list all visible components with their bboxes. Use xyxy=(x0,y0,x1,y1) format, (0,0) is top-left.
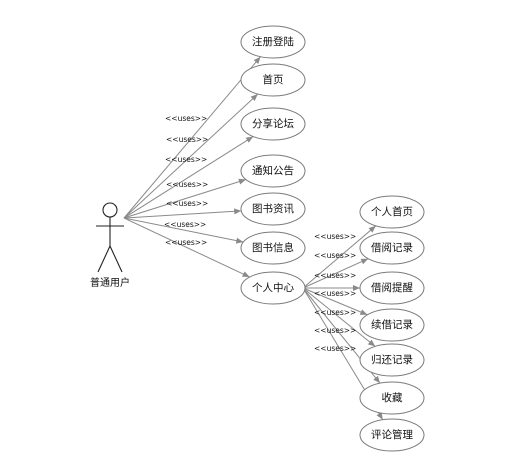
use-case-ellipse xyxy=(359,195,425,229)
stereotype-labels: <<uses>> <<uses>> <<uses>> <<uses>> <<uses>>… xyxy=(164,114,356,353)
uses-label-renew-record: <<uses>> xyxy=(314,289,356,298)
uses-line-home xyxy=(123,93,259,219)
uses-label-book-news: <<uses>> xyxy=(166,199,208,208)
uses-arrow-forum xyxy=(245,136,254,143)
use-case-book-info: 图书信息 xyxy=(240,231,306,265)
actor-normal-user: 普通用户 xyxy=(90,202,130,289)
uses-line-borrow-record xyxy=(302,258,369,289)
uses-label-register: <<uses>> xyxy=(165,114,207,123)
uses-label-book-info: <<uses>> xyxy=(164,220,206,229)
uses-arrow-notice xyxy=(238,178,246,185)
uses-line-register xyxy=(123,56,261,219)
use-case-book-news: 图书资讯 xyxy=(240,192,306,226)
use-case-label: 图书资讯 xyxy=(252,202,294,215)
sub-use-case-personal-home: 个人首页 xyxy=(359,195,425,229)
use-case-label: 评论管理 xyxy=(371,428,413,441)
sub-use-case-borrow-reminder: 借阅提醒 xyxy=(359,271,425,305)
use-case-label: 个人首页 xyxy=(371,205,413,218)
actor-left-leg xyxy=(97,245,111,273)
use-case-ellipse xyxy=(359,381,425,415)
uses-arrow-personal-center xyxy=(242,271,250,278)
use-case-label: 图书信息 xyxy=(252,241,294,254)
actor-head xyxy=(102,202,118,218)
use-case-label: 分享论坛 xyxy=(252,117,294,130)
use-case-ellipse xyxy=(240,271,306,305)
sub-use-case-return-record: 归还记录 xyxy=(359,343,425,377)
uses-label-home: <<uses>> xyxy=(166,135,208,144)
use-case-home: 首页 xyxy=(240,63,306,97)
sub-use-case-borrow-record: 借阅记录 xyxy=(359,231,425,265)
uses-line-personal-center xyxy=(123,217,250,278)
uses-arrow-borrow-record xyxy=(360,258,369,265)
sub-use-case-comment-manage: 评论管理 xyxy=(359,418,425,452)
uses-label-return-record: <<uses>> xyxy=(314,308,356,317)
actor-right-leg xyxy=(109,245,123,273)
uses-arrow-register xyxy=(253,56,261,65)
uses-label-personal-home: <<uses>> xyxy=(314,232,356,241)
use-case-label: 通知公告 xyxy=(252,164,294,177)
use-case-label: 收藏 xyxy=(382,391,403,404)
uses-label-forum: <<uses>> xyxy=(165,155,207,164)
sub-use-case-renew-record: 续借记录 xyxy=(359,308,425,342)
uses-line-forum xyxy=(123,136,254,219)
uses-arrow-book-info xyxy=(235,237,244,244)
use-case-ellipse xyxy=(240,107,306,141)
use-case-ellipse xyxy=(359,308,425,342)
use-case-label: 归还记录 xyxy=(371,353,413,366)
use-case-register: 注册登陆 xyxy=(240,25,306,59)
use-case-ellipse xyxy=(359,231,425,265)
use-case-forum: 分享论坛 xyxy=(240,107,306,141)
uses-label-borrow-reminder: <<uses>> xyxy=(314,271,356,280)
uses-line-renew-record xyxy=(302,287,368,316)
use-case-ellipse xyxy=(240,25,306,59)
use-case-ellipse xyxy=(240,63,306,97)
uses-arrow-favorites xyxy=(373,375,380,384)
use-case-ellipse xyxy=(240,192,306,226)
uses-line-return-record xyxy=(302,287,376,347)
use-case-notice: 通知公告 xyxy=(240,154,306,188)
uses-arrow-comment-manage xyxy=(376,412,383,420)
use-case-ellipse xyxy=(240,154,306,188)
uses-line-book-news xyxy=(123,210,242,219)
uses-arrow-borrow-reminder xyxy=(353,285,360,291)
sub-use-case-favorites: 收藏 xyxy=(359,381,425,415)
use-case-label: 借阅记录 xyxy=(371,241,413,254)
use-case-label: 个人中心 xyxy=(252,281,294,294)
use-case-label: 借阅提醒 xyxy=(371,281,413,294)
use-case-ellipse xyxy=(359,343,425,377)
uses-arrow-book-news xyxy=(234,208,242,215)
uses-label-personal-center: <<uses>> xyxy=(165,238,207,247)
use-case-ellipse xyxy=(240,231,306,265)
uses-label-comment-manage: <<uses>> xyxy=(314,344,356,353)
uses-arrow-personal-home xyxy=(368,225,376,233)
use-case-ellipse xyxy=(359,418,425,452)
uses-label-favorites: <<uses>> xyxy=(314,326,356,335)
uses-arrow-renew-record xyxy=(359,309,368,315)
use-case-ellipse xyxy=(359,271,425,305)
uses-arrow-home xyxy=(250,94,258,102)
use-case-label: 续借记录 xyxy=(371,318,413,331)
uses-line-notice xyxy=(123,179,247,219)
actor-label: 普通用户 xyxy=(90,276,130,289)
uses-arrow-return-record xyxy=(367,339,376,347)
use-case-personal-center: 个人中心 xyxy=(240,271,306,305)
uses-line-book-info xyxy=(123,217,244,243)
uses-label-borrow-record: <<uses>> xyxy=(314,251,356,260)
use-case-label: 首页 xyxy=(263,73,284,86)
use-case-label: 注册登陆 xyxy=(252,35,294,48)
uses-line-personal-home xyxy=(302,225,377,289)
uses-label-notice: <<uses>> xyxy=(166,180,208,189)
